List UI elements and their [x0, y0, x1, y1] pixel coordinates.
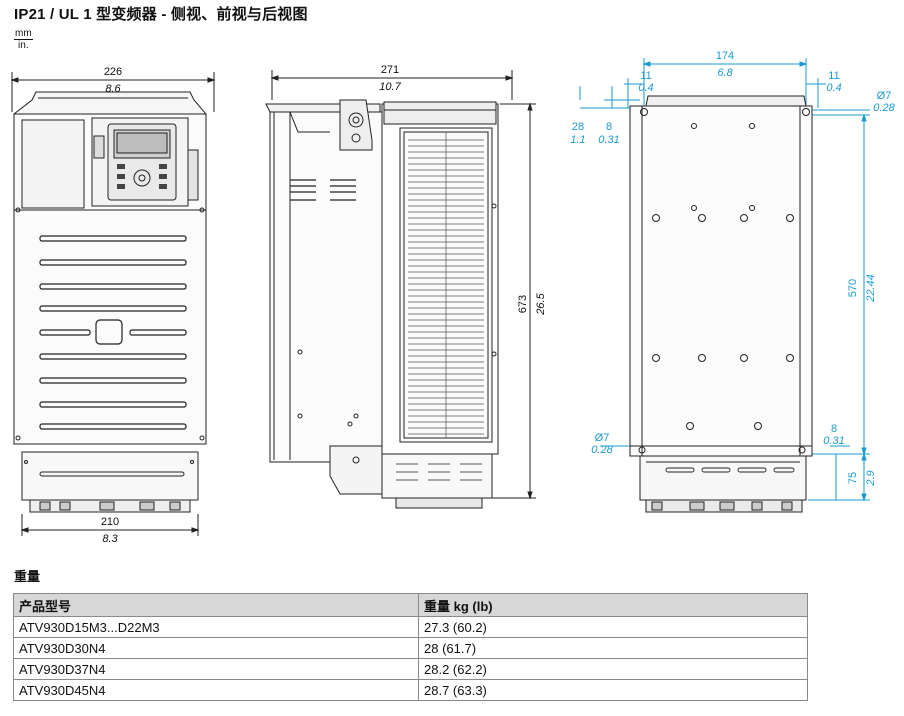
rear-bottom-offset-mm: 75: [847, 472, 859, 484]
rear-bottom-hole-diam-mm: Ø7: [595, 432, 610, 444]
model-cell: ATV930D30N4: [13, 637, 419, 659]
weight-cell: 28.2 (62.2): [418, 658, 808, 680]
model-cell: ATV930D15M3...D22M3: [13, 616, 419, 638]
front-width-top-mm: 226: [104, 66, 122, 78]
weight-cell: 27.3 (60.2): [418, 616, 808, 638]
side-depth-in: 10.7: [379, 81, 401, 93]
weight-cell: 28 (61.7): [418, 637, 808, 659]
unit-legend: mm in.: [14, 28, 33, 51]
front-view: 226 8.6: [10, 66, 216, 545]
technical-drawings: 226 8.6: [10, 50, 896, 545]
weight-cell: 28.7 (63.3): [418, 679, 808, 701]
side-depth-mm: 271: [381, 64, 399, 76]
rear-vertical-spacing-mm: 570: [847, 279, 859, 297]
front-width-bottom-in: 8.3: [102, 533, 118, 545]
rear-top-offset-in: 1.1: [570, 134, 585, 146]
page-title: IP21 / UL 1 型变频器 - 侧视、前视与后视图: [14, 6, 308, 23]
side-view: 271 10.7: [265, 64, 547, 509]
column-header-model: 产品型号: [13, 593, 419, 617]
rear-vertical-spacing-in: 22.44: [865, 274, 877, 303]
weight-heading: 重量: [14, 569, 41, 584]
rear-view: 174 6.8 11 0.4 11 0.4 Ø7 0.28 28 1.1 8 0…: [570, 50, 896, 513]
side-height-mm: 673: [517, 295, 529, 313]
rear-top-slot-mm: 8: [606, 121, 612, 133]
rear-top-offset-mm: 28: [572, 121, 584, 133]
rear-bottom-offset-in: 2.9: [865, 470, 877, 486]
rear-hole-spacing-mm: 174: [716, 50, 734, 62]
unit-in: in.: [18, 40, 29, 51]
table-row: ATV930D30N4 28 (61.7): [13, 637, 808, 659]
table-row: ATV930D15M3...D22M3 27.3 (60.2): [13, 616, 808, 638]
table-header-row: 产品型号 重量 kg (lb): [13, 593, 808, 617]
model-cell: ATV930D45N4: [13, 679, 419, 701]
rear-bottom-slot-mm: 8: [831, 423, 837, 435]
front-width-bottom-mm: 210: [101, 516, 119, 528]
rear-left-offset-in: 0.4: [638, 82, 653, 94]
rear-left-offset-mm: 11: [640, 70, 651, 82]
rear-top-hole-diam-mm: Ø7: [877, 90, 892, 102]
heatsink-fins: [408, 132, 484, 438]
table-row: ATV930D37N4 28.2 (62.2): [13, 658, 808, 680]
unit-mm: mm: [14, 28, 33, 40]
rear-top-slot-in: 0.31: [598, 134, 619, 146]
rear-hole-spacing-in: 6.8: [717, 67, 733, 79]
table-row: ATV930D45N4 28.7 (63.3): [13, 679, 808, 701]
rear-bottom-slot-in: 0.31: [823, 435, 844, 447]
rear-right-offset-mm: 11: [828, 70, 839, 82]
rear-dimensions: [579, 58, 870, 502]
rear-right-offset-in: 0.4: [826, 82, 841, 94]
rear-bottom-hole-diam-in: 0.28: [591, 444, 613, 456]
weight-table: 产品型号 重量 kg (lb) ATV930D15M3...D22M3 27.3…: [13, 593, 808, 701]
side-height-in: 26.5: [535, 292, 547, 315]
model-cell: ATV930D37N4: [13, 658, 419, 680]
column-header-weight: 重量 kg (lb): [418, 593, 808, 617]
rear-top-hole-diam-in: 0.28: [873, 102, 895, 114]
